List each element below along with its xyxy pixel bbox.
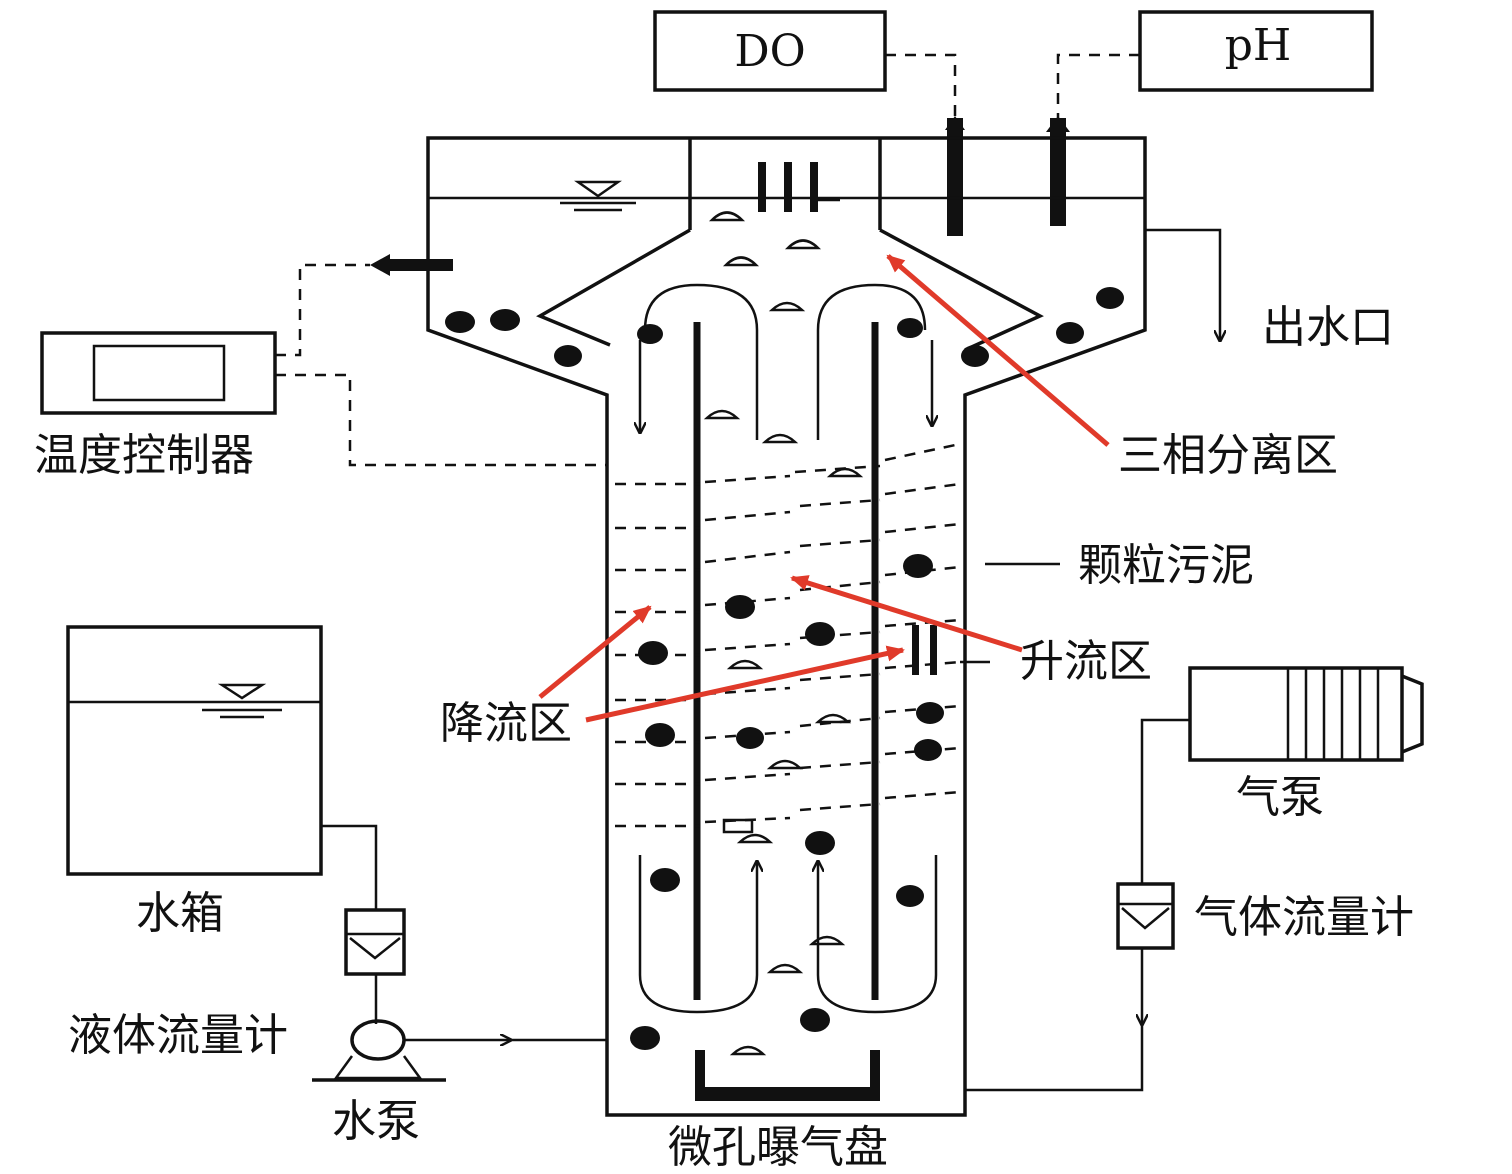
liquid-flowmeter-label: 液体流量计 bbox=[68, 1010, 288, 1061]
temperature-probe bbox=[370, 254, 453, 276]
temp-heater-line bbox=[275, 373, 607, 467]
bubble-cluster bbox=[722, 818, 754, 834]
arrow-riser bbox=[790, 575, 1023, 653]
do-label: DO bbox=[734, 26, 805, 77]
flow-arc-upper-left bbox=[643, 283, 759, 440]
gas-flowmeter-label: 气体流量计 bbox=[1194, 892, 1414, 943]
water-tank bbox=[66, 625, 323, 876]
riser-marker bbox=[912, 625, 990, 675]
aeration-disk bbox=[695, 1050, 880, 1101]
temp-sensor-line bbox=[275, 263, 370, 357]
temperature-controller bbox=[40, 331, 277, 415]
arrow-downcomer-left bbox=[538, 605, 652, 699]
riser-label: 升流区 bbox=[1020, 636, 1152, 687]
aeration-disk-label: 微孔曝气盘 bbox=[668, 1122, 888, 1173]
tank-outlet-pipe bbox=[321, 824, 378, 910]
temp-controller-label: 温度控制器 bbox=[34, 430, 254, 481]
water-pump bbox=[312, 1019, 446, 1082]
water-pump-label: 水泵 bbox=[332, 1096, 420, 1147]
do-signal-line bbox=[885, 53, 957, 120]
downcomer-label: 降流区 bbox=[440, 698, 572, 749]
outlet-pipe bbox=[1145, 228, 1220, 340]
flow-arc-lower-right bbox=[816, 855, 938, 1014]
outlet-label: 出水口 bbox=[1262, 302, 1394, 353]
air-pump bbox=[1188, 666, 1424, 762]
water-level-symbol bbox=[560, 180, 636, 212]
arrow-downcomer-right bbox=[585, 645, 905, 723]
ph-meter: pH bbox=[1138, 10, 1374, 92]
air-pipe-upper bbox=[1140, 718, 1190, 884]
air-pump-label: 气泵 bbox=[1236, 772, 1324, 823]
gas-vent-bars bbox=[758, 162, 840, 212]
three-phase-label: 三相分离区 bbox=[1118, 430, 1338, 481]
arrow-three-phase bbox=[886, 254, 1110, 447]
do-meter: DO bbox=[653, 10, 887, 92]
granular-sludge-label: 颗粒污泥 bbox=[1078, 540, 1254, 591]
ph-label: pH bbox=[1225, 20, 1292, 71]
water-tank-label: 水箱 bbox=[136, 888, 224, 939]
sludge-granules bbox=[445, 287, 1124, 1050]
flow-arc-lower-left bbox=[638, 855, 759, 1014]
flow-arc-upper-right bbox=[816, 283, 927, 440]
liquid-flowmeter bbox=[344, 908, 406, 976]
air-pipe-lower bbox=[965, 1024, 1144, 1092]
ph-signal-line bbox=[1056, 53, 1140, 120]
reactor-body bbox=[426, 136, 1147, 1117]
ph-probe bbox=[1046, 116, 1070, 226]
gas-bubbles bbox=[703, 211, 864, 1056]
gas-flowmeter bbox=[1116, 882, 1175, 950]
do-probe bbox=[945, 116, 965, 236]
